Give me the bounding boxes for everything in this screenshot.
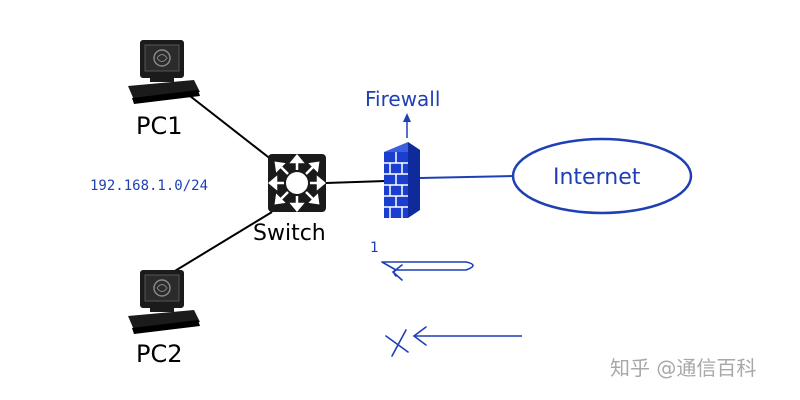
- pc1-computer-icon: [128, 40, 200, 104]
- internet-label: Internet: [553, 165, 641, 190]
- watermark: 知乎 @通信百科: [610, 356, 756, 380]
- return-traffic-arrowhead: [391, 264, 403, 281]
- firewall-up-arrow: [403, 113, 411, 138]
- switch-icon: [268, 154, 326, 212]
- firewall-label: Firewall: [365, 87, 440, 111]
- blocked-traffic-arrowhead: [412, 326, 427, 346]
- pc1-label: PC1: [136, 112, 183, 140]
- firewall-icon: [384, 142, 420, 218]
- link-firewall-internet: [419, 175, 515, 179]
- switch-label: Switch: [253, 221, 326, 246]
- link-pc1-switch: [189, 95, 273, 161]
- internet-cloud: [511, 137, 693, 215]
- link-pc2-switch: [164, 211, 273, 278]
- pc2-label: PC2: [136, 340, 183, 368]
- pc2-computer-icon: [128, 270, 200, 334]
- blocked-cross-icon: [385, 329, 409, 357]
- subnet-label: 192.168.1.0/24: [90, 178, 208, 194]
- link-switch-firewall: [325, 180, 387, 184]
- flow-number-label: 1: [370, 240, 379, 256]
